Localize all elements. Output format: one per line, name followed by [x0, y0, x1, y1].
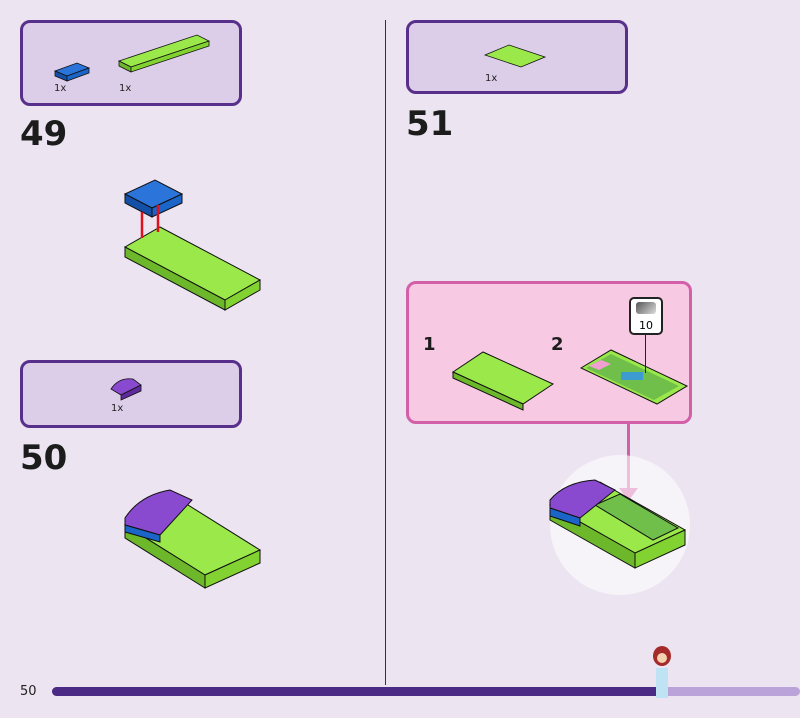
sticker-number: 10: [639, 319, 653, 332]
step-50-assembly: [123, 489, 262, 589]
substep-number: 2: [551, 334, 564, 355]
blue-plate-icon: [53, 62, 91, 82]
part-qty: 1x: [111, 403, 124, 414]
sub-assembly-callout: 1 2 10: [406, 281, 692, 424]
step-number: 49: [20, 114, 68, 154]
parts-box-step-51: 1x: [406, 20, 628, 94]
substep-number: 1: [423, 334, 436, 355]
purple-slope-icon: [110, 378, 142, 401]
step-number: 51: [406, 104, 454, 144]
sticker-icon: [636, 302, 656, 314]
sticker-leader-line: [645, 335, 646, 373]
part-qty: 1x: [119, 83, 132, 94]
parts-box-step-50: 1x: [20, 360, 242, 428]
part-qty: 1x: [485, 73, 498, 84]
progress-bar-fill: [52, 687, 666, 696]
step-49-assembly: [123, 179, 262, 311]
lime-plate-icon: [117, 34, 211, 73]
lime-tile-icon: [483, 44, 547, 68]
column-divider: [385, 20, 386, 685]
minifigure-icon: [653, 646, 671, 698]
step-51-assembly: [548, 455, 690, 595]
part-qty: 1x: [54, 83, 67, 94]
page-number: 50: [20, 684, 37, 699]
lime-tile: [451, 351, 555, 411]
sticker-badge: 10: [629, 297, 663, 335]
step-number: 50: [20, 438, 68, 478]
parts-box-step-49: 1x 1x: [20, 20, 242, 106]
decorated-tile: [579, 349, 689, 405]
